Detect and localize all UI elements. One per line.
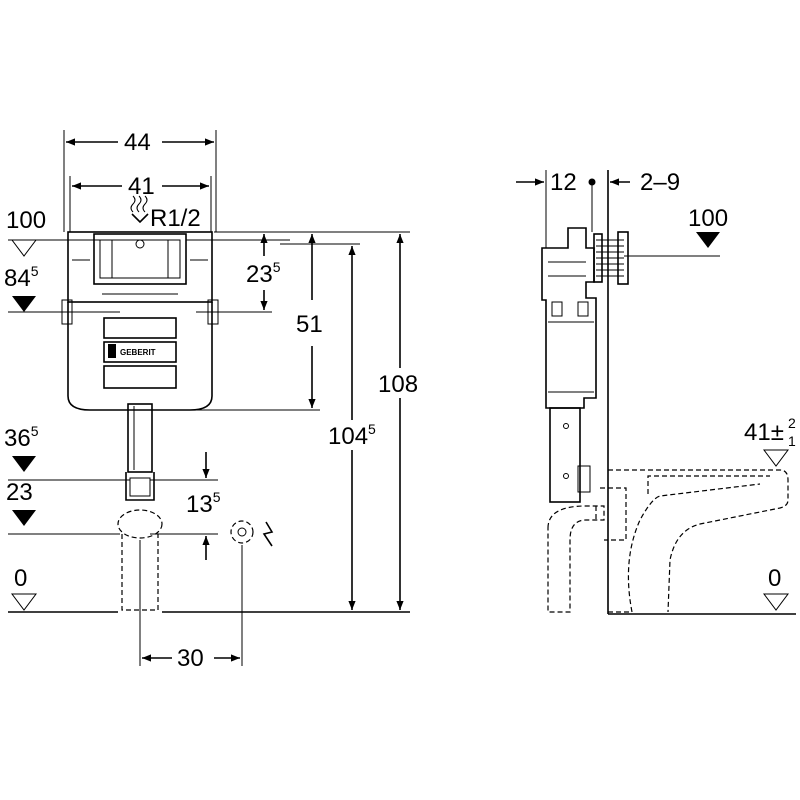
flush-pipe — [125, 403, 155, 501]
toilet-bowl-dashed — [547, 469, 789, 613]
open-triangle-icon — [11, 239, 37, 257]
front-view: 44 41 R1/2 — [4, 129, 418, 672]
water-supply-icon: R1/2 — [130, 195, 201, 232]
width-44-label: 44 — [124, 129, 151, 156]
dimension-108: 108 — [378, 234, 418, 610]
filled-triangle-icon — [12, 296, 36, 312]
svg-text:365: 365 — [4, 423, 39, 452]
level-marker-0: 0 — [11, 565, 37, 611]
level-marker-36-5: 365 — [4, 423, 130, 481]
side-view: 12 2–9 — [516, 169, 796, 615]
waste-outlet-dashed — [117, 509, 163, 611]
dimension-30: 30 — [139, 540, 240, 672]
open-triangle-icon — [763, 449, 789, 467]
svg-text:41±: 41± — [744, 419, 784, 446]
filled-triangle-icon — [696, 232, 720, 248]
cistern-body: GEBERIT — [61, 231, 219, 411]
open-triangle-icon — [11, 593, 37, 611]
open-triangle-icon — [763, 593, 789, 611]
supply-thread-label: R1/2 — [150, 205, 201, 232]
brand-logo-icon — [108, 344, 116, 358]
dim-104-5-label: 1045 — [328, 421, 376, 450]
level-marker-84-5: 845 — [4, 263, 120, 313]
level-marker-23: 23 — [6, 479, 120, 535]
dimension-depth: 12 2–9 — [516, 169, 680, 248]
dim-13-5-label: 135 — [186, 489, 221, 518]
level-marker-100: 100 — [6, 207, 120, 257]
svg-text:100: 100 — [688, 205, 728, 232]
level-marker-0-side: 0 — [763, 565, 789, 611]
brand-label: GEBERIT — [120, 348, 156, 357]
filled-triangle-icon — [12, 456, 36, 472]
svg-text:1: 1 — [788, 433, 796, 449]
level-marker-100-side: 100 — [624, 205, 728, 257]
wall-offset-label: 2–9 — [640, 169, 680, 196]
level-marker-41-side: 41± 2 1 — [744, 415, 796, 467]
dimension-width-44: 44 — [63, 129, 217, 232]
filled-triangle-icon — [12, 510, 36, 526]
svg-text:845: 845 — [4, 263, 39, 292]
dim-30-label: 30 — [177, 645, 204, 672]
svg-text:100: 100 — [6, 207, 46, 234]
dim-23-5-label: 235 — [246, 259, 281, 288]
width-41-label: 41 — [128, 173, 155, 200]
depth-12-label: 12 — [550, 169, 577, 196]
svg-text:2: 2 — [788, 415, 796, 431]
frame-profile — [541, 227, 629, 503]
dimension-width-41: 41 — [69, 173, 212, 232]
svg-text:0: 0 — [14, 565, 27, 592]
svg-text:23: 23 — [6, 479, 33, 506]
lightning-icon — [262, 521, 274, 547]
electric-connection — [230, 520, 274, 666]
dimension-23-5: 235 — [186, 234, 290, 313]
svg-text:0: 0 — [768, 565, 781, 592]
dim-51-label: 51 — [296, 311, 323, 338]
dimension-51: 51 — [170, 231, 410, 411]
dimension-13-5: 135 — [150, 452, 221, 560]
dimension-104-5: 1045 — [280, 243, 376, 610]
dim-108-label: 108 — [378, 371, 418, 398]
